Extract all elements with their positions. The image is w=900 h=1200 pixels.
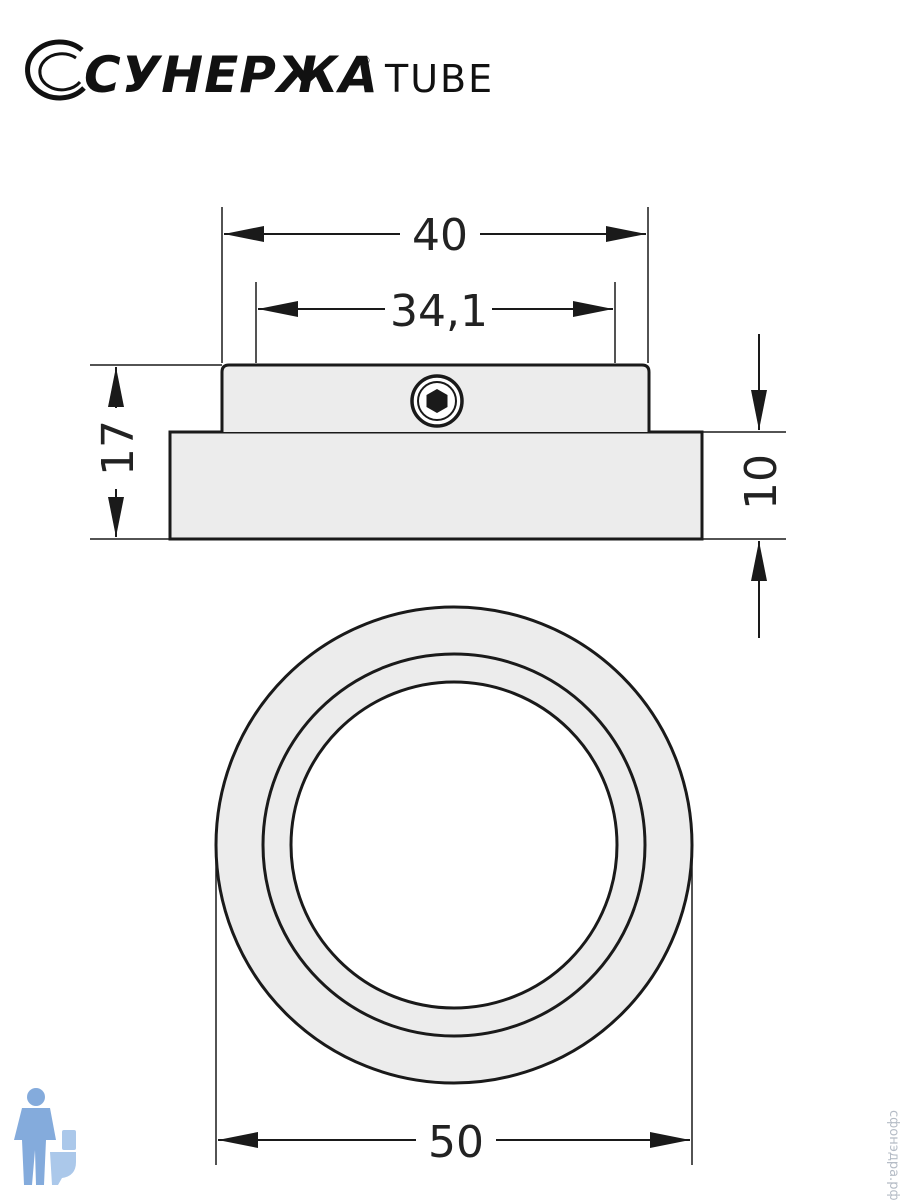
product-line: TUBE [384,57,494,101]
inner-opening [289,680,619,1010]
top-view: 50 [214,605,694,1168]
dimension-label-34-1: 34,1 [390,286,488,337]
brand-header: СУНЕРЖА ® TUBE [25,39,494,104]
site-watermark: сфонэдра.рф [886,1110,900,1200]
dimension-label-10: 10 [736,454,787,510]
brand-name: СУНЕРЖА [84,46,379,104]
ring-swoosh-icon [25,39,86,101]
registered-mark: ® [360,54,371,67]
dimension-label-50: 50 [428,1117,484,1168]
side-view: 40 34,1 17 10 [90,207,787,638]
dimension-label-17: 17 [93,420,144,476]
extension-lines [90,207,786,540]
dimension-17: 17 [93,367,144,537]
base-block [168,430,704,541]
dimension-34-1: 34,1 [258,286,613,337]
dimension-40: 40 [224,210,646,261]
dimension-50: 50 [218,1117,690,1168]
dimension-10: 10 [736,334,787,638]
plumber-mascot-icon [14,1088,76,1185]
hex-socket-screw-icon [410,374,464,428]
dimension-label-40: 40 [412,210,468,261]
